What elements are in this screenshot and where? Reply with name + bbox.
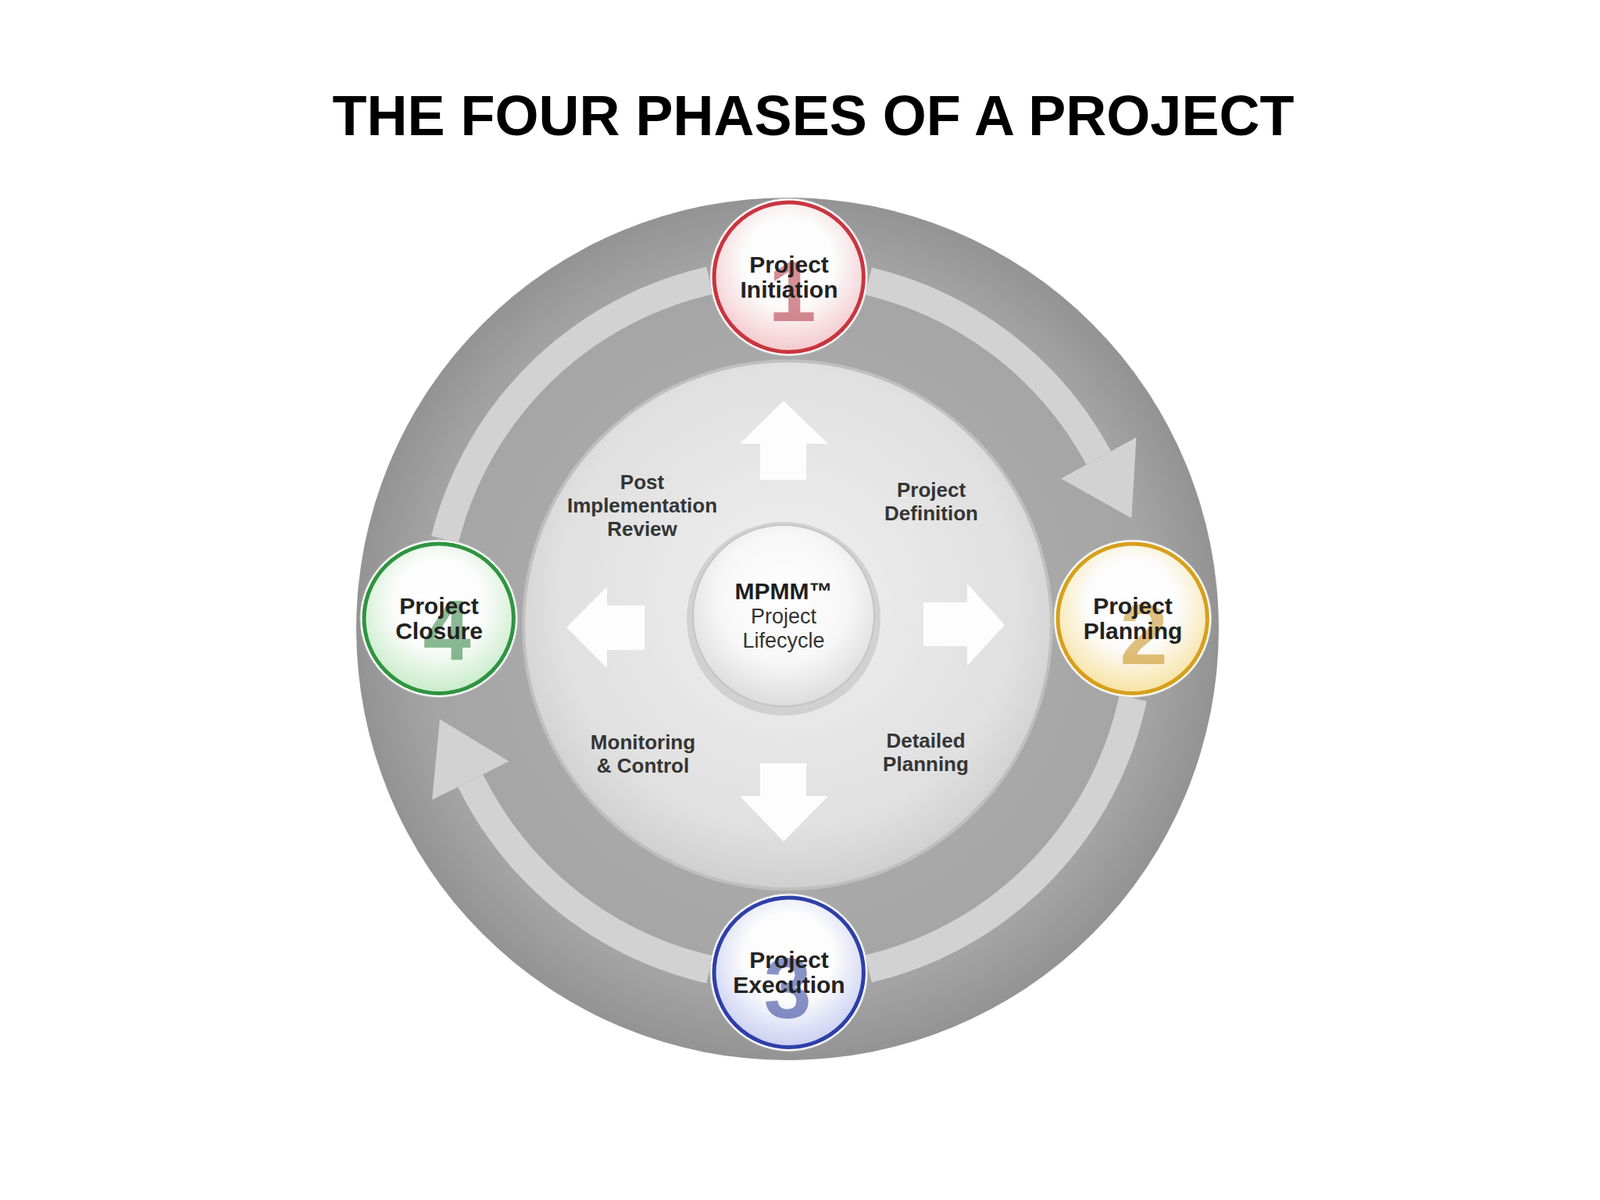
phase-disk [364,543,514,693]
phase-halo [360,539,518,697]
outer-disk [356,197,1219,1061]
phase-halo [1053,539,1211,697]
hub-disk [692,525,875,707]
phase-circle: Project Initiation1 [709,197,868,357]
left-arrow [566,586,645,668]
hub-title: MPMM™ [735,578,833,606]
hub-circle: MPMM™Project Lifecycle [691,523,876,708]
phase-halo [710,893,868,1051]
phase-circle: Project Planning2 [1053,539,1212,698]
down-arrow [739,763,829,842]
phase-disk [714,897,864,1047]
phase-name: Project Planning [1067,593,1199,643]
inner-disk [523,360,1052,890]
phase-name: Project Execution [723,947,855,997]
phase-disk [1057,543,1208,693]
step-label: Post Implementation Review [564,471,721,542]
phase-halo [710,198,868,356]
hub-sub: Project Lifecycle [725,604,843,654]
step-label: Detailed Planning [875,729,977,777]
step-label: Project Definition [876,478,986,526]
cycle-arrow [868,281,1100,458]
hub-shadow [686,521,881,716]
phase-circle: Project Closure4 [359,539,518,698]
up-arrow [739,400,829,480]
step-label: Monitoring & Control [586,731,700,779]
right-arrow [923,583,1005,666]
cycle-arrow [470,780,710,970]
cycle-arrow [868,698,1134,969]
phase-circle: Project Execution3 [709,892,868,1052]
phase-name: Project Initiation [723,252,855,302]
page-title: THE FOUR PHASES OF A PROJECT [332,87,1295,144]
phase-disk [714,202,864,352]
phase-name: Project Closure [373,593,505,643]
